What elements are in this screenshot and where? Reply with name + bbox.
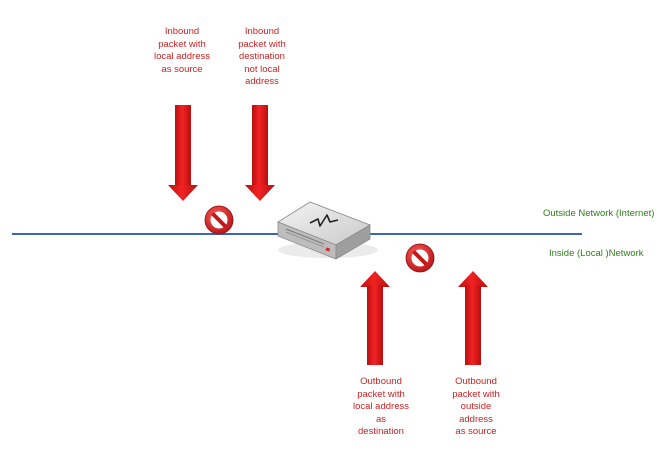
- inside-network-label: Inside (Local )Network: [549, 248, 644, 259]
- outside-network-label: Outside Network (Internet): [543, 208, 655, 219]
- no-entry-icon: [405, 243, 435, 273]
- arrow-icon: [168, 105, 198, 201]
- no-entry-icon: [204, 205, 234, 235]
- arrow-icon: [458, 271, 488, 365]
- arrow-icon: [360, 271, 390, 365]
- arrow-icon: [245, 105, 275, 201]
- inbound-dest-not-local-label: Inbound packet with destination not loca…: [238, 26, 286, 87]
- outbound-outside-source-label: Outbound packet with outside address as …: [452, 376, 500, 437]
- router-icon: [277, 201, 378, 260]
- inbound-local-source-label: Inbound packet with local address as sou…: [154, 26, 210, 75]
- outbound-local-dest-label: Outbound packet with local address as de…: [353, 376, 409, 437]
